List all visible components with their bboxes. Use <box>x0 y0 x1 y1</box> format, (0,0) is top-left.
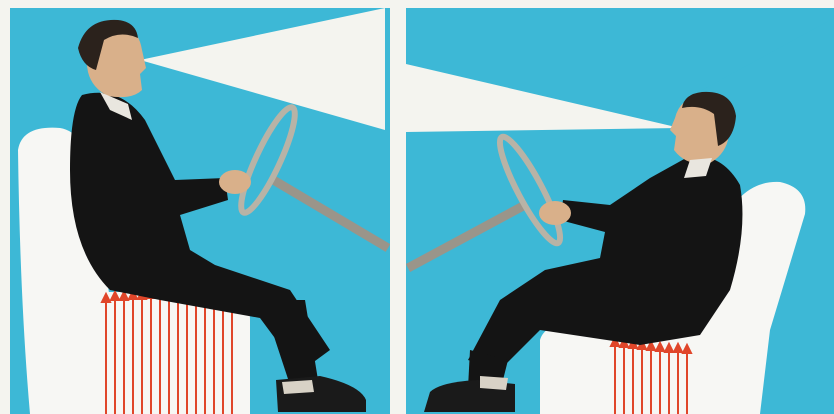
right-seat-springs <box>611 338 691 414</box>
left-driver-hand <box>219 170 251 194</box>
right-driver-hand <box>539 201 571 225</box>
left-panel <box>10 8 390 414</box>
right-driver-sock <box>480 376 508 390</box>
left-driver-sock <box>282 380 314 394</box>
right-panel <box>406 8 834 414</box>
panel-divider <box>390 0 406 414</box>
